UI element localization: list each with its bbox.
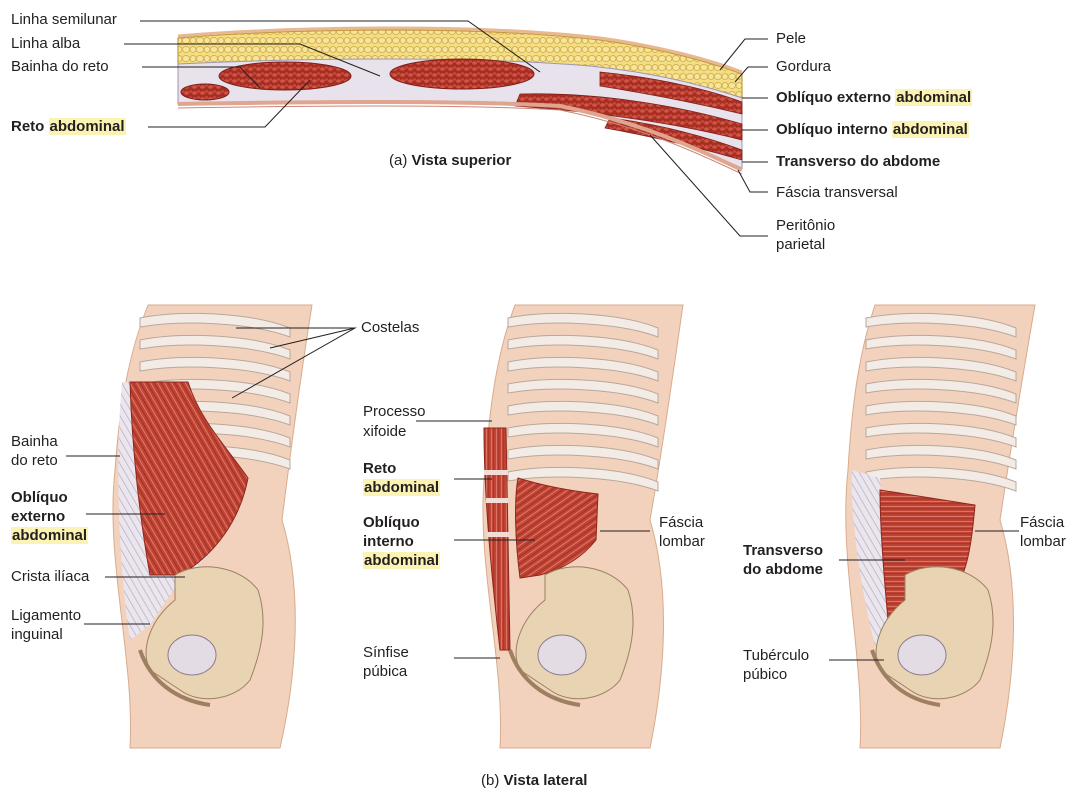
label-obliquo-int-2: interno <box>363 532 414 551</box>
label-obliquo-interno: Oblíquo interno abdominal <box>776 120 969 139</box>
label-tuberculo-2: púbico <box>743 665 787 684</box>
label-fascia-lombar-2b: lombar <box>1020 532 1066 551</box>
label-reto-highlight: abdominal <box>363 478 440 497</box>
caption-vista-lateral: (b) Vista lateral <box>481 771 587 790</box>
label-peritonio-2: parietal <box>776 235 825 254</box>
caption-a-letter: (a) <box>389 152 407 169</box>
label-gordura: Gordura <box>776 57 831 76</box>
label-fascia-lombar-1a: Fáscia <box>659 513 703 532</box>
torso-external-oblique <box>113 305 312 748</box>
label-fascia-lombar-1b: lombar <box>659 532 705 551</box>
label-transverso-1: Transverso <box>743 541 823 560</box>
label-linha-semilunar: Linha semilunar <box>11 10 117 29</box>
caption-vista-superior: (a) Vista superior <box>389 151 511 170</box>
label-obliquo-ext-highlight: abdominal <box>11 526 88 545</box>
label-obliquo-externo: Oblíquo externo abdominal <box>776 88 972 107</box>
label-pele: Pele <box>776 29 806 48</box>
label-crista-iliaca: Crista ilíaca <box>11 567 89 586</box>
label-reto-main: Reto <box>11 118 44 135</box>
label-obliquo-interno-main: Oblíquo interno <box>776 121 888 138</box>
label-transverso-2: do abdome <box>743 560 823 579</box>
torso-transversus <box>846 305 1035 748</box>
label-transverso-do-abdome: Transverso do abdome <box>776 152 940 171</box>
label-bainha-do-reto: Bainha do reto <box>11 57 109 76</box>
label-sinfise-2: púbica <box>363 662 407 681</box>
label-obliquo-int-1: Oblíquo <box>363 513 420 532</box>
label-fascia-transversal: Fáscia transversal <box>776 183 898 202</box>
label-tuberculo-1: Tubérculo <box>743 646 809 665</box>
label-ligamento-1: Ligamento <box>11 606 81 625</box>
caption-b-letter: (b) <box>481 772 499 789</box>
torso-internal-oblique <box>483 305 683 748</box>
label-ligamento-2: inguinal <box>11 625 63 644</box>
label-obliquo-externo-main: Oblíquo externo <box>776 89 891 106</box>
caption-a-title: Vista superior <box>412 152 512 169</box>
label-obliquo-interno-highlight: abdominal <box>892 121 969 138</box>
label-obliquo-ext-2: externo <box>11 507 65 526</box>
label-reto-hl-text: abdominal <box>363 479 440 496</box>
label-reto-abdominal: Reto abdominal <box>11 117 126 136</box>
label-obliquo-int-hl-text: abdominal <box>363 552 440 569</box>
label-reto-1: Reto <box>363 459 396 478</box>
caption-b-title: Vista lateral <box>504 772 588 789</box>
label-sinfise-1: Sínfise <box>363 643 409 662</box>
label-obliquo-int-highlight: abdominal <box>363 551 440 570</box>
label-reto-highlight: abdominal <box>49 118 126 135</box>
label-fascia-lombar-2a: Fáscia <box>1020 513 1064 532</box>
label-peritonio-1: Peritônio <box>776 216 835 235</box>
label-obliquo-ext-1: Oblíquo <box>11 488 68 507</box>
label-processo-2: xifoide <box>363 422 406 441</box>
label-obliquo-ext-hl-text: abdominal <box>11 527 88 544</box>
label-costelas: Costelas <box>361 318 419 337</box>
label-obliquo-externo-highlight: abdominal <box>895 89 972 106</box>
label-linha-alba: Linha alba <box>11 34 80 53</box>
label-bainha-1: Bainha <box>11 432 58 451</box>
label-bainha-2: do reto <box>11 451 58 470</box>
label-processo-1: Processo <box>363 402 426 421</box>
